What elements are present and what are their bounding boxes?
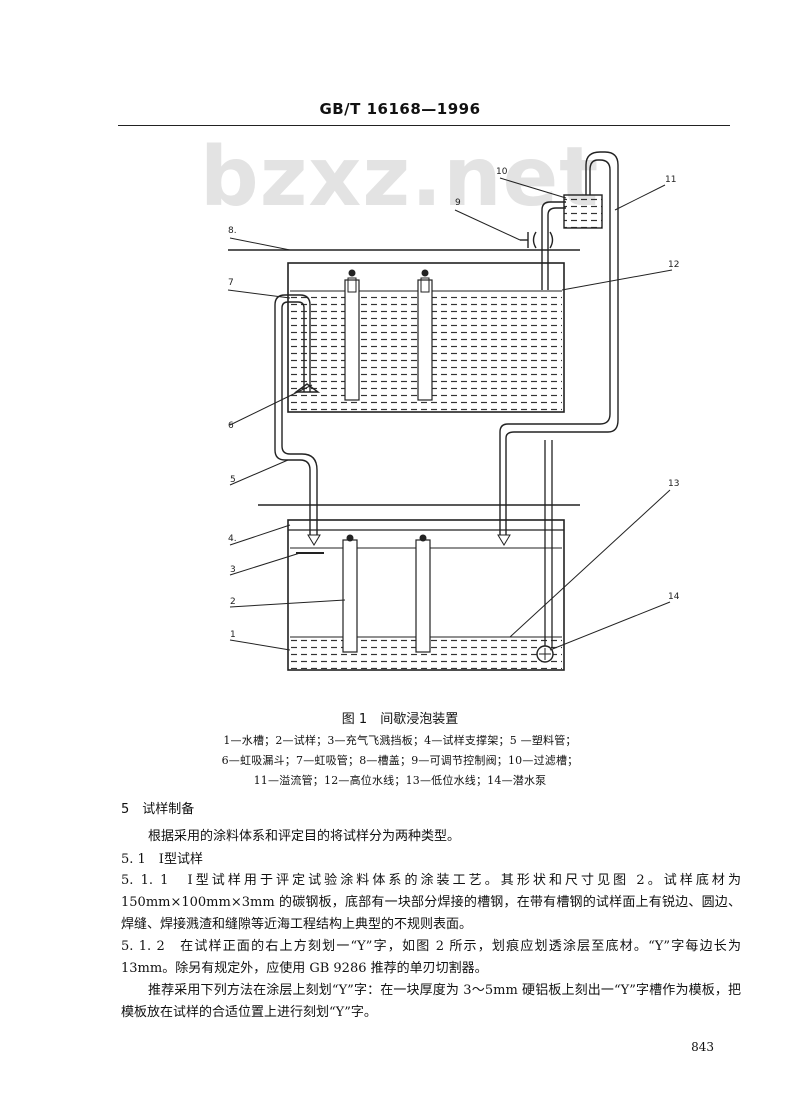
callout-13: 13: [668, 479, 679, 489]
figure-legend-line-3: 11—溢流管；12—高位水线；13—低位水线；14—潜水泵: [253, 774, 547, 787]
standard-code: GB/T 16168—1996: [319, 100, 481, 118]
callout-11: 11: [665, 175, 676, 185]
callout-8: 8.: [228, 226, 237, 236]
clause-5-1-1: 5. 1. 1 Ⅰ型试样用于评定试验涂料体系的涂装工艺。其形状和尺寸见图 2。试…: [121, 873, 741, 932]
header-rule: [118, 125, 730, 126]
callout-10: 10: [496, 167, 508, 177]
callout-2: 2: [230, 597, 236, 607]
lower-tank: [258, 440, 580, 671]
figure-legend-line-2: 6—虹吸漏斗；7—虹吸管；8—槽盖；9—可调节控制阀；10—过滤槽；: [221, 754, 579, 767]
callout-5: 5: [230, 475, 236, 485]
callout-4: 4.: [228, 534, 237, 544]
callout-3: 3: [230, 565, 236, 575]
callout-1: 1: [230, 630, 236, 640]
subsection-heading: 5. 1 Ⅰ型试样: [121, 852, 203, 867]
callout-labels: 1 2 3 4. 5 6 7 8. 9 10 11 12 13 14: [228, 167, 680, 640]
clause-5-1-2: 5. 1. 2 在试样正面的右上方刻划一“Y”字，如图 2 所示，划痕应划透涂层…: [121, 939, 741, 976]
callout-14: 14: [668, 592, 680, 602]
clause-5-1-2-method: 推荐采用下列方法在涂层上刻划“Y”字：在一块厚度为 3～5mm 硬铝板上刻出一“…: [121, 983, 741, 1020]
callout-12: 12: [668, 260, 679, 270]
apparatus-diagram: 1 2 3 4. 5 6 7 8. 9 10 11 12 13 14: [227, 151, 680, 671]
page-number: 843: [691, 1040, 714, 1054]
figure-caption: 图 1 间歇浸泡装置: [341, 712, 459, 727]
callout-6: 6: [228, 421, 234, 431]
upper-tank: [228, 249, 580, 413]
callout-9: 9: [455, 198, 461, 208]
figure-legend-line-1: 1—水槽；2—试样；3—充气飞溅挡板；4—试样支撑架；5 —塑料管；: [223, 734, 577, 747]
callout-7: 7: [228, 278, 234, 288]
filter-tank: [563, 194, 603, 229]
leader-lines: [227, 177, 673, 651]
siphon-pipe: [274, 294, 321, 535]
control-valve: [520, 231, 554, 249]
intro-paragraph: 根据采用的涂料体系和评定目的将试样分为两种类型。: [148, 829, 461, 844]
section-heading: 5 试样制备: [121, 802, 195, 817]
overflow-pipe: [499, 151, 619, 535]
